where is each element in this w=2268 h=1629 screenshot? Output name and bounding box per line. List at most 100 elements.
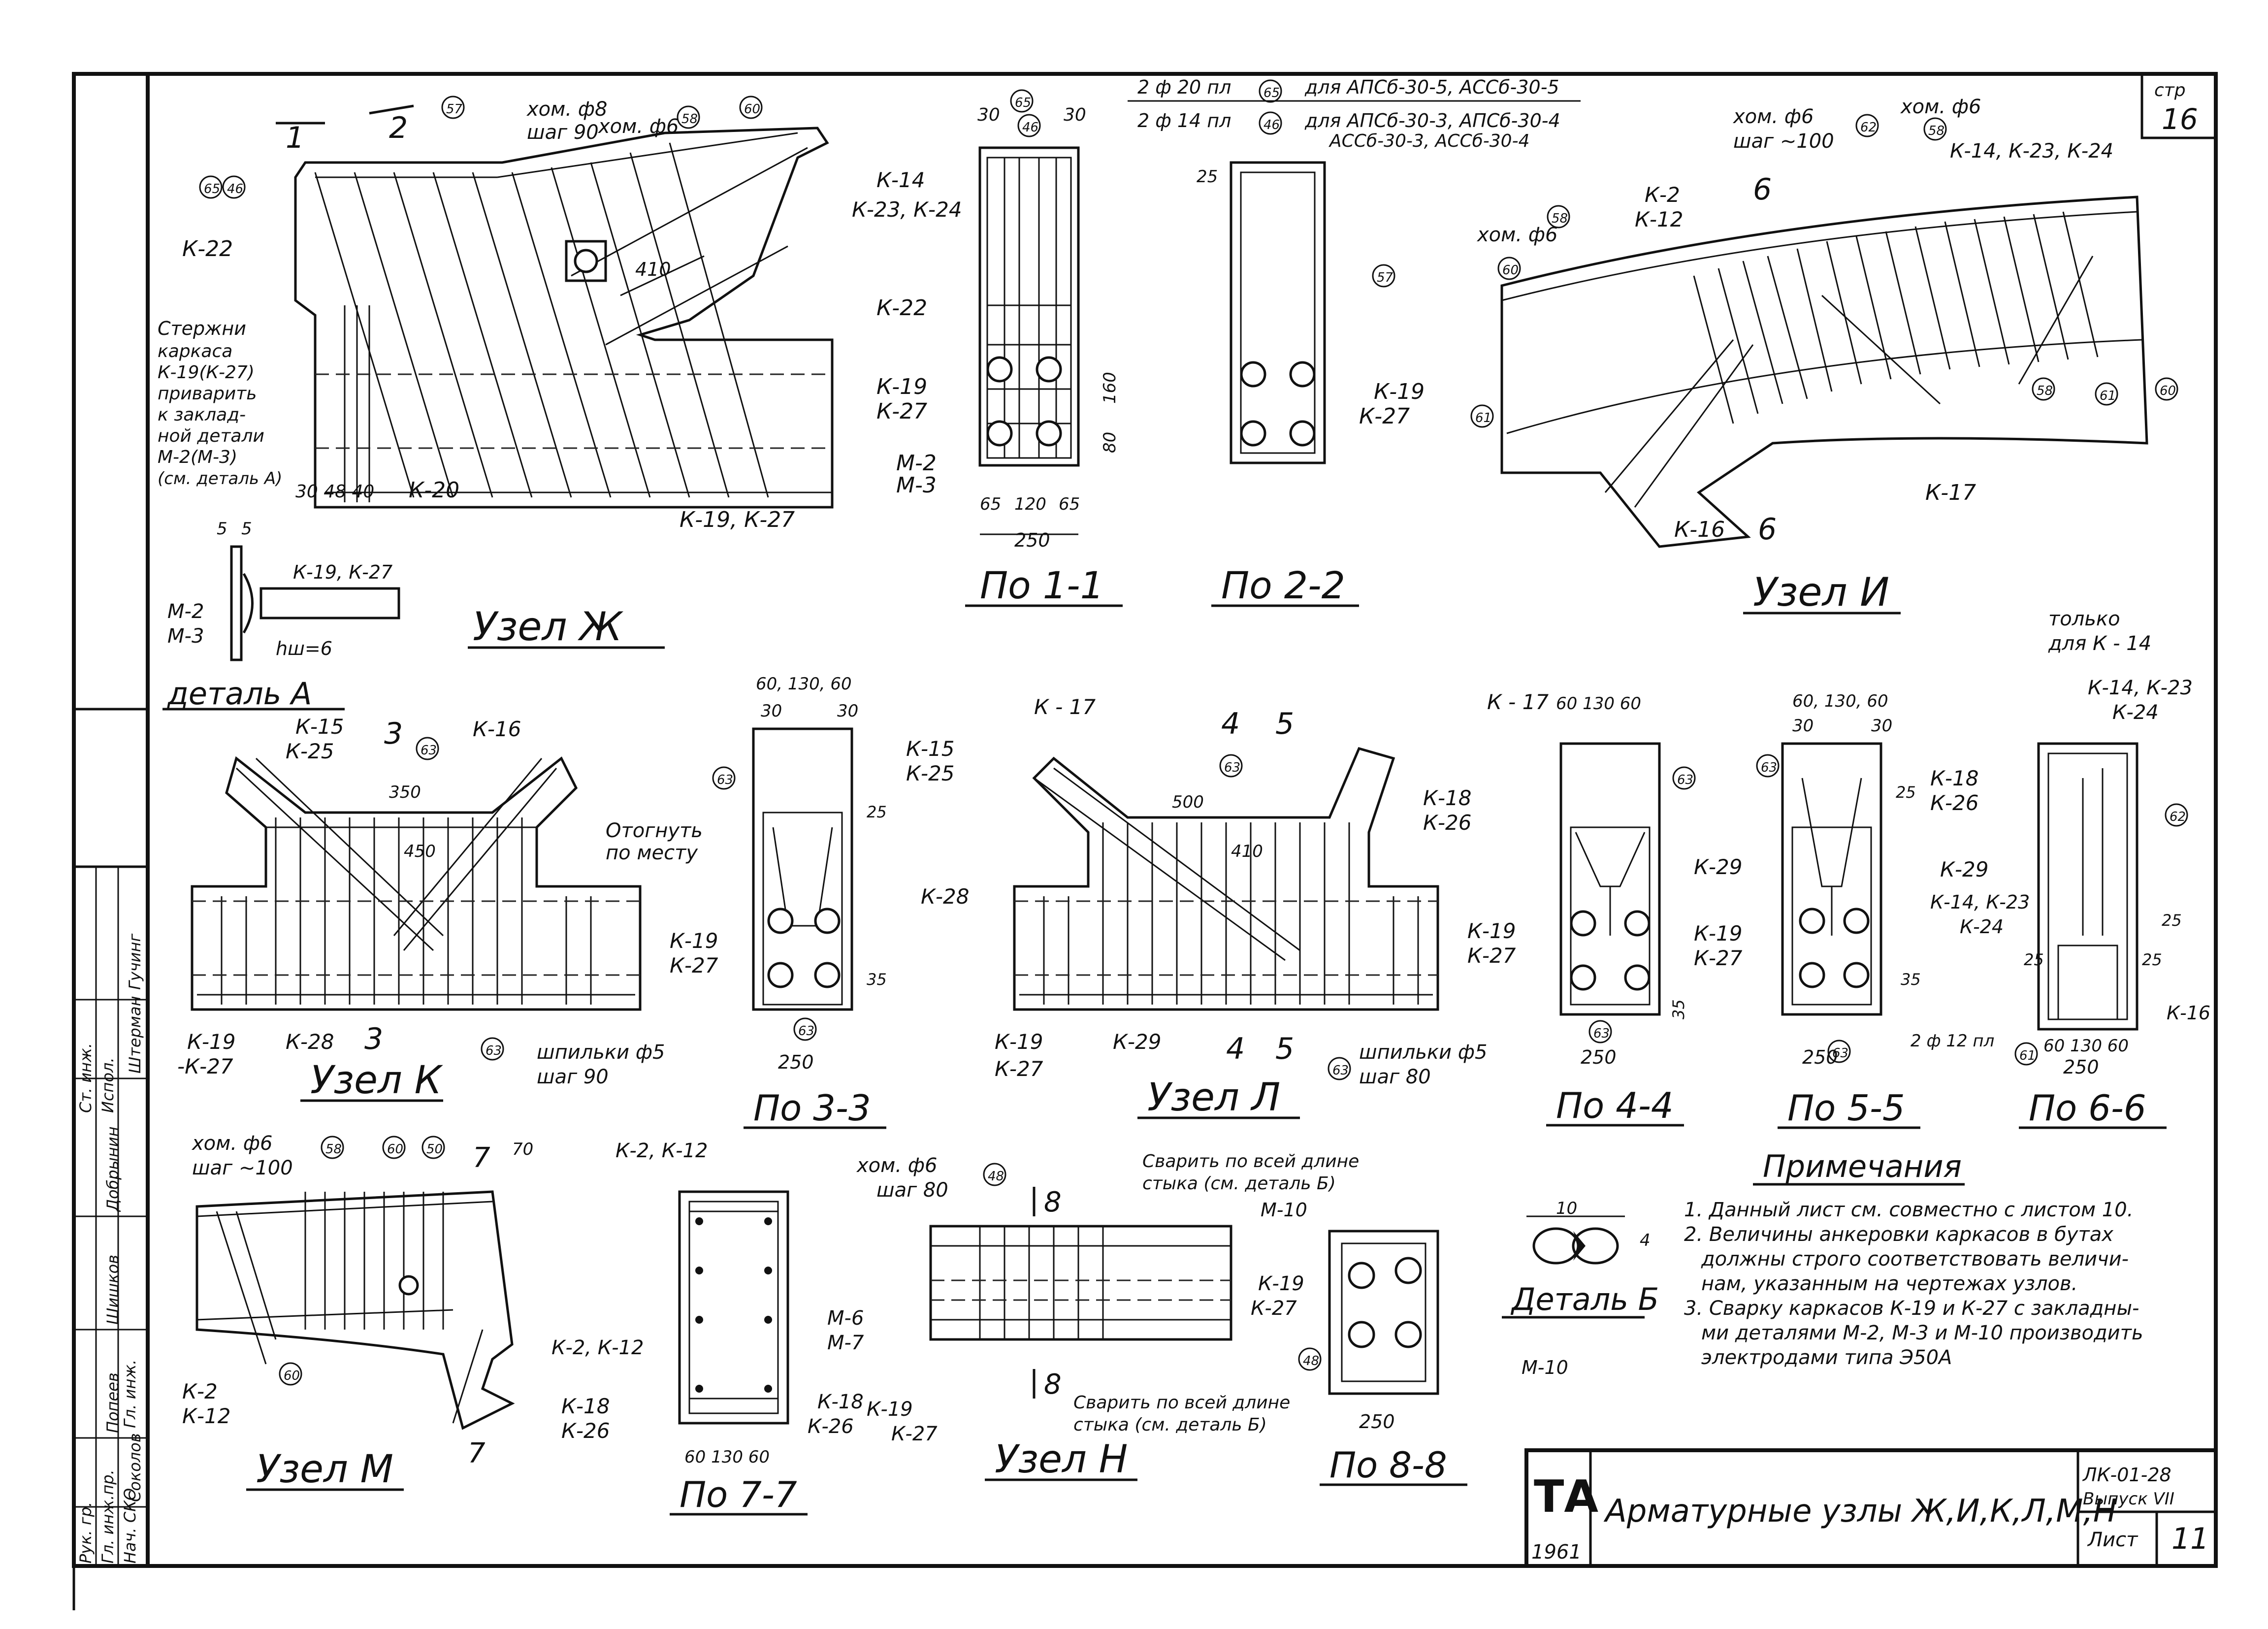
k-shag: шаг 90	[537, 1066, 609, 1088]
i-bubble-60a: 60	[1497, 257, 1521, 280]
n-weld-top-2: стыка (см. деталь Б)	[1142, 1173, 1336, 1194]
s22-bubble-46: 46	[1259, 111, 1282, 135]
s33-otognut: Отогнуть	[606, 819, 703, 842]
stamp-role-5: Нач. СКО	[121, 1488, 139, 1564]
zh-hom6: хом. ф6	[597, 115, 679, 138]
section-3-3: 60, 130, 60 30 30 Отогнуть по месту К-15…	[606, 674, 969, 1129]
n-k19: К-19	[867, 1398, 913, 1421]
s55-d250: 250	[1802, 1046, 1838, 1068]
node-m: хом. ф6 шаг ~100 К-2 К-12 К-18 К-26 7 7 …	[182, 1132, 610, 1492]
svg-text:62: 62	[2170, 810, 2186, 824]
s22-note-3: 2 ф 14 пл	[1137, 110, 1231, 131]
sheet-title: Арматурные узлы Ж,И,К,Л,М,Н	[1603, 1493, 2117, 1530]
s66-title: По 6-6	[2029, 1087, 2146, 1129]
s55-k18: К-18	[1930, 766, 1978, 790]
i-cut6b: 6	[1758, 512, 1777, 547]
s33-k19: К-19	[670, 929, 718, 953]
n-cut8a: 8	[1044, 1186, 1062, 1218]
s44-title: По 4-4	[1556, 1085, 1674, 1126]
zh-dims-bottom: 30 48 40	[295, 482, 374, 502]
i-k17: К-17	[1925, 480, 1976, 505]
k-k28: К-28	[286, 1030, 334, 1054]
s55-k29: К-29	[1940, 857, 1988, 881]
m-bubble-60a: 60	[382, 1136, 406, 1159]
notes-line-4: нам, указанным на чертежах узлов.	[1701, 1272, 2077, 1295]
svg-text:58: 58	[1552, 211, 1568, 226]
k-k16: К-16	[473, 717, 521, 741]
year: 1961	[1531, 1541, 1582, 1564]
s22-note-5: АССб-30-3, АССб-30-4	[1328, 131, 1529, 151]
s22-note-1: 2 ф 20 пл	[1137, 76, 1231, 98]
section-7-7: К-2, К-12 К-2, К-12 М-6 М-7 К-18 К-26 60…	[551, 1140, 864, 1516]
n-weld-top-1: Сварить по всей длине	[1142, 1151, 1359, 1172]
s55-top-dims: 60, 130, 60	[1792, 691, 1888, 711]
s11-bubble-46: 46	[1017, 114, 1041, 137]
s33-k28: К-28	[921, 884, 969, 909]
notes-block: Примечания 1. Данный лист см. совместно …	[1684, 1148, 2143, 1369]
s77-k26: К-26	[808, 1415, 854, 1438]
s22-bubble-57: 57	[1372, 264, 1395, 288]
svg-text:60: 60	[284, 1368, 300, 1383]
stamp-role-6: Гл. инж.	[121, 1360, 139, 1428]
l-bubble-63b: 63	[1328, 1057, 1351, 1080]
zh-bubble-58: 58	[677, 105, 700, 129]
svg-text:61: 61	[2019, 1048, 2036, 1063]
s66-d25c: 25	[2142, 950, 2162, 969]
s44-k19: К-19	[1467, 919, 1516, 943]
corner-label: стр	[2154, 80, 2186, 100]
m-hom6: хом. ф6	[191, 1132, 272, 1155]
s66-k14b: К-14, К-23	[1930, 891, 2030, 913]
s55-k26: К-26	[1930, 791, 1978, 815]
s55-k19: К-19	[1694, 921, 1742, 945]
zh-k14: К-14	[876, 168, 925, 192]
s44-bubble-63b: 63	[1588, 1020, 1612, 1043]
n-weld-bot-1: Сварить по всей длине	[1073, 1393, 1290, 1413]
s88-m10: М-10	[1522, 1357, 1568, 1378]
s88-title: По 8-8	[1329, 1444, 1447, 1486]
s55-d25: 25	[1896, 783, 1916, 802]
m-k12: К-12	[182, 1404, 230, 1428]
s33-k15: К-15	[906, 737, 954, 761]
s77-m6: М-6	[827, 1307, 864, 1330]
l-d410: 410	[1231, 842, 1263, 861]
s22-note-4: для АПСб-30-3, АПСб-30-4	[1304, 110, 1560, 131]
s55-bubble-63a: 63	[1756, 754, 1780, 778]
corner-page-box: стр 16	[2140, 72, 2217, 139]
zh-dim-410: 410	[635, 259, 671, 280]
i-bubble-61b: 61	[2095, 382, 2118, 406]
s77-bottom-dims: 60 130 60	[684, 1447, 770, 1467]
m-shag100: шаг ~100	[192, 1157, 293, 1179]
notes-line-1: 1. Данный лист см. совместно с листом 10…	[1684, 1199, 2133, 1221]
sheet-number: 11	[2171, 1522, 2209, 1556]
svg-text:58: 58	[2037, 384, 2053, 398]
sheet-code: ЛК-01-28	[2082, 1464, 2171, 1486]
s33-d250: 250	[778, 1051, 814, 1073]
stamp-name-5: Шишков	[103, 1255, 122, 1325]
m-k18: К-18	[561, 1394, 610, 1418]
stamp-role-1: Ст. инж.	[76, 1043, 95, 1113]
s66-k16: К-16	[2167, 1002, 2210, 1024]
s33-po-mestu: по месту	[606, 842, 698, 864]
m-d70: 70	[512, 1140, 533, 1159]
notes-title: Примечания	[1763, 1148, 1962, 1184]
notes-line-3: должны строго соответствовать величи-	[1701, 1248, 2129, 1271]
zh-shag90: шаг 90	[527, 121, 599, 144]
svg-text:63: 63	[1593, 1026, 1610, 1041]
m-bubble-58: 58	[321, 1136, 344, 1159]
svg-text:М-2(М-3): М-2(М-3)	[158, 447, 237, 467]
s66-bubble-61: 61	[2014, 1042, 2038, 1066]
s66-k24b: К-24	[1960, 916, 2004, 938]
svg-text:60: 60	[744, 102, 760, 117]
s11-d160: 160	[1100, 372, 1120, 404]
svg-text:63: 63	[1761, 760, 1777, 775]
svg-text:63: 63	[421, 743, 437, 758]
notes-line-5: 3. Сварку каркасов К-19 и К-27 с закладн…	[1684, 1297, 2139, 1320]
k-k19: К-19	[187, 1030, 235, 1054]
s44-d35: 35	[1669, 999, 1688, 1019]
s44-k29: К-29	[1694, 855, 1742, 879]
svg-text:63: 63	[798, 1024, 814, 1039]
i-k14-23-24: К-14, К-23, К-24	[1950, 140, 2113, 163]
k-k27: -К-27	[177, 1054, 233, 1078]
stamp-role-2: Испол.	[98, 1057, 117, 1113]
